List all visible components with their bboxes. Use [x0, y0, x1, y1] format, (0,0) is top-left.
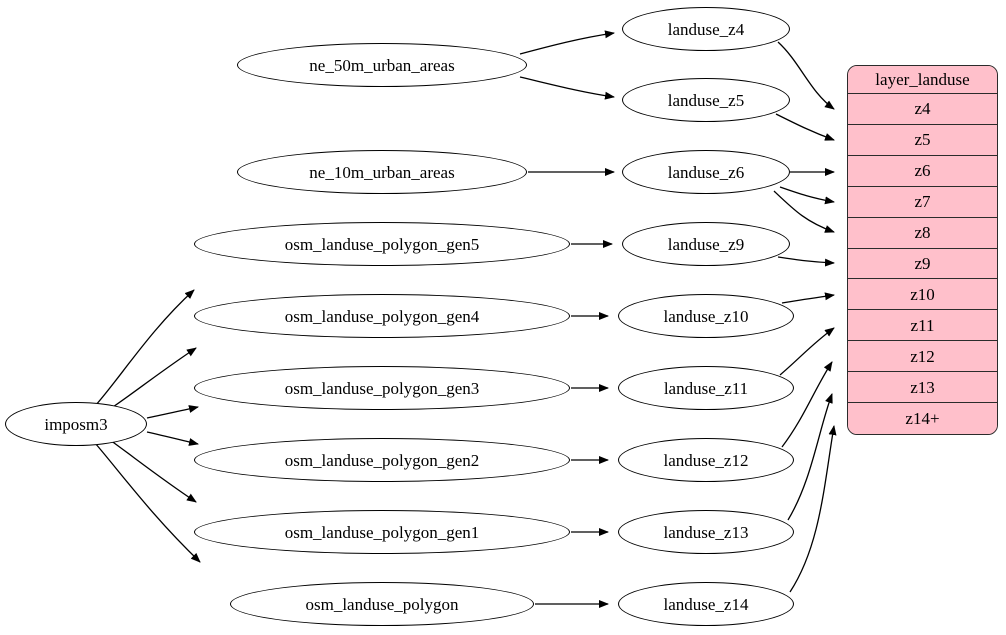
edge-landuse_z13-to-z13	[787, 393, 833, 521]
node-landuse_z11[interactable]: landuse_z11	[618, 366, 794, 410]
node-osm_landuse_polygon_gen4[interactable]: osm_landuse_polygon_gen4	[194, 294, 570, 338]
node-imposm3[interactable]: imposm3	[5, 402, 147, 446]
node-landuse_z14[interactable]: landuse_z14	[618, 582, 794, 626]
record-row-z11[interactable]: z11	[848, 310, 997, 342]
node-label: landuse_z13	[663, 522, 749, 542]
edge-imposm3-to-osm_landuse_polygon_gen5	[94, 289, 195, 407]
node-landuse_z12[interactable]: landuse_z12	[618, 438, 794, 482]
node-label: landuse_z12	[663, 450, 749, 470]
node-osm_landuse_polygon_gen3[interactable]: osm_landuse_polygon_gen3	[194, 366, 570, 410]
edge-landuse_z10-to-z10	[781, 292, 835, 304]
edge-landuse_z5-to-z5	[775, 113, 835, 141]
edge-landuse_z14-to-z14+	[789, 425, 837, 593]
node-landuse_z10[interactable]: landuse_z10	[618, 294, 794, 338]
record-row-z7[interactable]: z7	[848, 186, 997, 218]
record-row-z10[interactable]: z10	[848, 279, 997, 311]
record-row-z12[interactable]: z12	[848, 341, 997, 373]
record-row-z6[interactable]: z6	[848, 155, 997, 187]
node-label: ne_50m_urban_areas	[309, 55, 455, 75]
edge-landuse_z12-to-z12	[781, 361, 833, 448]
edge-landuse_z6-to-z7	[779, 186, 835, 205]
record-row-z9[interactable]: z9	[848, 248, 997, 280]
node-landuse_z13[interactable]: landuse_z13	[618, 510, 794, 554]
node-label: landuse_z14	[663, 594, 749, 614]
edge-landuse_z6-to-z8	[773, 190, 835, 233]
node-osm_landuse_polygon[interactable]: osm_landuse_polygon	[230, 582, 534, 626]
edge-imposm3-to-osm_landuse_polygon_gen2	[146, 431, 199, 446]
node-osm_landuse_polygon_gen2[interactable]: osm_landuse_polygon_gen2	[194, 438, 570, 482]
record-row-z14plus[interactable]: z14+	[848, 403, 997, 434]
edge-ne_50m_urban_areas-to-landuse_z4	[519, 30, 615, 55]
node-label: landuse_z9	[667, 234, 745, 254]
edge-ne_50m_urban_areas-to-landuse_z5	[519, 76, 615, 100]
node-label: landuse_z11	[663, 378, 749, 398]
record-row-z4[interactable]: z4	[848, 94, 997, 125]
node-ne_50m_urban_areas[interactable]: ne_50m_urban_areas	[237, 43, 527, 87]
node-landuse_z9[interactable]: landuse_z9	[622, 222, 790, 266]
node-label: osm_landuse_polygon	[305, 594, 459, 614]
node-label: osm_landuse_polygon_gen1	[284, 522, 480, 542]
record-row-z8[interactable]: z8	[848, 217, 997, 249]
record-row-z13[interactable]: z13	[848, 372, 997, 404]
node-label: landuse_z4	[667, 19, 745, 39]
node-ne_10m_urban_areas[interactable]: ne_10m_urban_areas	[237, 150, 527, 194]
edge-imposm3-to-osm_landuse_polygon_gen1	[109, 439, 197, 503]
node-landuse_z4[interactable]: landuse_z4	[622, 7, 790, 51]
node-label: imposm3	[44, 414, 108, 434]
node-label: osm_landuse_polygon_gen3	[284, 378, 480, 398]
node-landuse_z5[interactable]: landuse_z5	[622, 78, 790, 122]
edge-landuse_z9-to-z9	[777, 256, 835, 267]
node-label: landuse_z10	[663, 306, 749, 326]
node-osm_landuse_polygon_gen5[interactable]: osm_landuse_polygon_gen5	[194, 222, 570, 266]
node-osm_landuse_polygon_gen1[interactable]: osm_landuse_polygon_gen1	[194, 510, 570, 554]
node-landuse_z6[interactable]: landuse_z6	[622, 150, 790, 194]
node-label: osm_landuse_polygon_gen5	[284, 234, 480, 254]
node-label: ne_10m_urban_areas	[309, 162, 455, 182]
edge-imposm3-to-osm_landuse_polygon_gen3	[146, 405, 199, 419]
edge-landuse_z4-to-z4	[777, 41, 835, 110]
record-table-header: layer_landuse	[848, 66, 997, 94]
node-label: landuse_z6	[667, 162, 745, 182]
node-label: osm_landuse_polygon_gen4	[284, 306, 480, 326]
record-row-z5[interactable]: z5	[848, 124, 997, 156]
node-label: osm_landuse_polygon_gen2	[284, 450, 480, 470]
edge-imposm3-to-osm_landuse_polygon_gen4	[109, 347, 197, 410]
node-label: landuse_z5	[667, 90, 745, 110]
edge-imposm3-to-osm_landuse_polygon	[94, 442, 201, 563]
edge-paths	[94, 30, 837, 608]
edge-landuse_z11-to-z11	[779, 327, 835, 376]
